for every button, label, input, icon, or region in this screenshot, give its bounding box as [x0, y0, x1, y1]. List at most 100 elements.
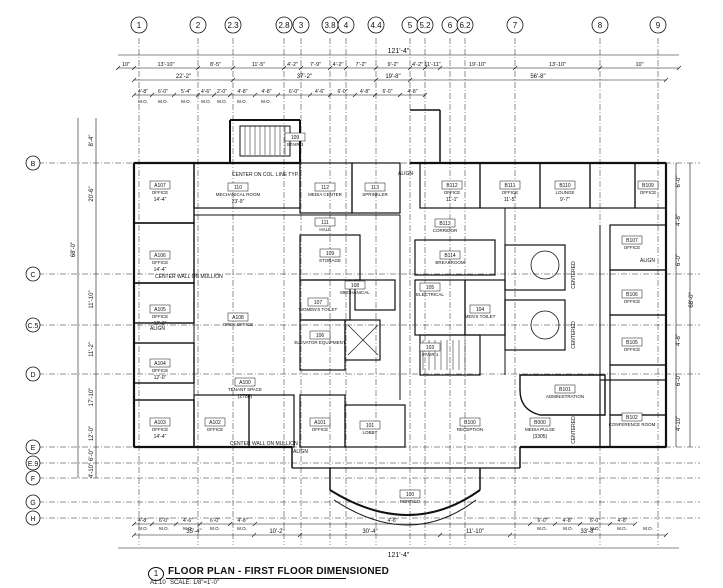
- room-number: 112: [321, 185, 329, 191]
- dimension-tick: [407, 65, 413, 71]
- room-number: B102: [626, 415, 638, 421]
- dimension-label: 11'-11": [424, 62, 440, 68]
- dimension-label: 35'-4": [186, 529, 201, 535]
- grid-bubble: [25, 470, 41, 486]
- room-tag-box: [621, 235, 643, 245]
- grid-label: C: [30, 272, 35, 279]
- room-tag-box: [314, 217, 336, 227]
- room-tag-box: [149, 250, 171, 260]
- room-outline: [351, 162, 401, 214]
- room-name: LOUNGE: [555, 190, 574, 195]
- room-dimension: 14'-4": [154, 434, 167, 440]
- sheet-reference: A1.10: [150, 580, 166, 586]
- room-number: 109: [326, 251, 335, 257]
- room-tag-box: [419, 282, 441, 292]
- room-tag-box: [529, 417, 551, 427]
- room-number: B105: [626, 340, 638, 346]
- dimension-label: 30'-4": [362, 529, 377, 535]
- grid-label: C.5: [28, 323, 39, 330]
- room-outline: [344, 319, 381, 361]
- grid-label: 2.8: [278, 21, 290, 30]
- grid-bubble: [275, 16, 293, 34]
- grid-bubble: [25, 439, 41, 455]
- dimension-tick: [343, 65, 349, 71]
- room-tag-box: [234, 377, 256, 387]
- dimension-label: 4'-6": [183, 518, 193, 524]
- room-number: B106: [626, 292, 638, 298]
- dimension-label: 68'-0": [71, 242, 77, 257]
- dimension-label: 12'-0": [89, 426, 95, 441]
- dimension-label: 10": [122, 62, 130, 68]
- room-number: 103: [426, 345, 435, 351]
- grid-bubble: [25, 455, 41, 471]
- mo-label: M.O.: [159, 526, 169, 531]
- dimension-label: 19'-8": [385, 74, 400, 80]
- room-outline: [414, 239, 496, 276]
- dimension-label: 11'-10": [466, 529, 484, 535]
- room-name: OFFICE: [624, 347, 641, 352]
- room-outline: [609, 364, 667, 416]
- room-name: SPRINKLER: [362, 192, 388, 197]
- dimension-label: 121'-4": [388, 552, 410, 559]
- drawing-title: FLOOR PLAN - FIRST FLOOR DIMENSIONED: [168, 566, 390, 577]
- dimension-labels: 121'-4"10"13'-10"8'-5"11'-5"4'-2"7'-9"4'…: [71, 48, 695, 559]
- room-name: OFFICE: [152, 260, 169, 265]
- dimension-label: 68'-0": [689, 292, 695, 307]
- dimension-tick: [297, 532, 303, 538]
- dimension-tick: [307, 92, 313, 98]
- dimension-tick: [437, 532, 443, 538]
- table-fixture: [530, 310, 560, 340]
- dimension-tick: [211, 92, 217, 98]
- room-tag-box: [307, 297, 329, 307]
- dimension-label: 37'-2": [297, 74, 312, 80]
- note-align: ALIGN: [398, 171, 413, 177]
- note-align: ALIGN: [150, 326, 165, 332]
- dimension-tick: [597, 65, 603, 71]
- room-name: STAIR 3: [287, 142, 304, 147]
- room-dimension: 14'-4": [154, 197, 167, 203]
- note-centered: CENTERED: [571, 261, 577, 289]
- room-name: OPEN OFFICE: [223, 322, 254, 327]
- detail-number: 1: [148, 567, 164, 581]
- dimension-label: 4'-8": [360, 89, 370, 95]
- dimension-label: 4'-8": [138, 518, 148, 524]
- dimension-label: 4'-8": [388, 518, 398, 524]
- note-center-col: CENTER ON COL. LINE TYP.: [232, 172, 299, 178]
- dimension-tick: [676, 65, 682, 71]
- grid-bubble: [25, 155, 41, 171]
- room-outline: [419, 334, 481, 376]
- room-name: ADMINISTRATION: [546, 394, 584, 399]
- room-name: TENANT SPACE: [228, 387, 262, 392]
- dimension-label: 19'-10": [469, 62, 486, 68]
- dimension-label: 6'-0": [676, 374, 682, 386]
- note-centered: CENTERED: [571, 416, 577, 444]
- room-name: OFFICE: [640, 190, 657, 195]
- dimension-label: 8'-4": [89, 135, 95, 147]
- room-tag-box: [621, 289, 643, 299]
- room-tag-box: [227, 182, 249, 192]
- dimension-tick: [298, 65, 304, 71]
- grid-label: D: [30, 372, 35, 379]
- dimension-tick: [552, 521, 558, 527]
- room-dimension: 11'-5": [504, 197, 517, 203]
- table-fixture: [530, 250, 560, 280]
- dimension-label: 6'-0": [338, 89, 348, 95]
- dimension-tick: [195, 92, 201, 98]
- grid-label: 5: [408, 21, 413, 30]
- dimension-tick: [527, 521, 533, 527]
- room-tag-box: [419, 342, 441, 352]
- mo-label: M.O.: [217, 99, 227, 104]
- room-tag-box: [319, 248, 341, 258]
- room-number: B107: [626, 238, 638, 244]
- mo-label: M.O.: [537, 526, 547, 531]
- room-tag-box: [621, 412, 643, 422]
- room-tag-box: [149, 304, 171, 314]
- room-tag-box: [314, 182, 336, 192]
- dimension-tick: [131, 521, 137, 527]
- dimension-label: 4'-2": [412, 62, 423, 68]
- dimension-tick: [372, 92, 378, 98]
- grid-label: 4: [344, 21, 349, 30]
- grid-bubble: [292, 16, 310, 34]
- room-tag-box: [441, 180, 463, 190]
- dimension-tick: [173, 521, 179, 527]
